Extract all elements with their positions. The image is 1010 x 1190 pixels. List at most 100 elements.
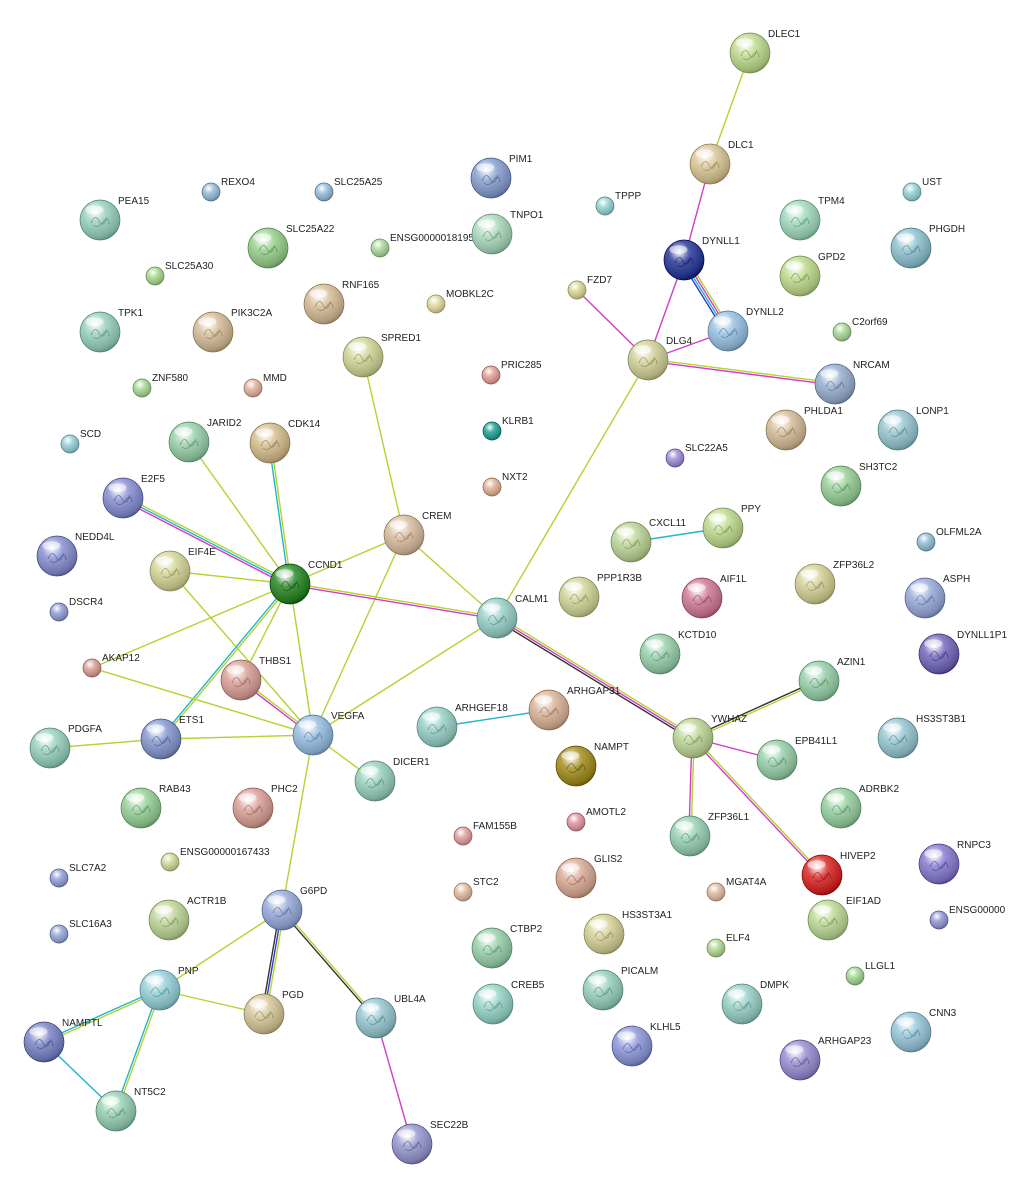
node-lonp1[interactable]: LONP1 bbox=[877, 406, 949, 451]
node-sphere[interactable] bbox=[453, 826, 473, 846]
node-slc7a2[interactable]: SLC7A2 bbox=[49, 863, 107, 888]
node-sphere[interactable] bbox=[232, 787, 274, 829]
node-sphere[interactable] bbox=[269, 563, 311, 605]
node-olfml2a[interactable]: OLFML2A bbox=[916, 527, 982, 552]
node-elf4[interactable]: ELF4 bbox=[706, 933, 750, 958]
node-kctd10[interactable]: KCTD10 bbox=[639, 630, 717, 675]
node-sphere[interactable] bbox=[706, 882, 726, 902]
node-sphere[interactable] bbox=[292, 714, 334, 756]
node-sphere[interactable] bbox=[49, 602, 69, 622]
node-sphere[interactable] bbox=[702, 507, 744, 549]
node-sphere[interactable] bbox=[416, 706, 458, 748]
node-sphere[interactable] bbox=[706, 938, 726, 958]
node-sphere[interactable] bbox=[627, 339, 669, 381]
node-sphere[interactable] bbox=[689, 143, 731, 185]
node-dlg4[interactable]: DLG4 bbox=[627, 336, 693, 381]
node-sphere[interactable] bbox=[102, 477, 144, 519]
node-adrbk2[interactable]: ADRBK2 bbox=[820, 784, 899, 829]
node-sphere[interactable] bbox=[383, 514, 425, 556]
node-sphere[interactable] bbox=[192, 311, 234, 353]
node-cnn3[interactable]: CNN3 bbox=[890, 1008, 957, 1053]
node-sphere[interactable] bbox=[890, 1011, 932, 1053]
node-sphere[interactable] bbox=[669, 815, 711, 857]
node-sphere[interactable] bbox=[798, 660, 840, 702]
node-sphere[interactable] bbox=[820, 787, 862, 829]
node-sphere[interactable] bbox=[807, 899, 849, 941]
node-e2f5[interactable]: E2F5 bbox=[102, 474, 165, 519]
node-sphere[interactable] bbox=[756, 739, 798, 781]
node-sphere[interactable] bbox=[902, 182, 922, 202]
node-sphere[interactable] bbox=[582, 969, 624, 1011]
node-namptl[interactable]: NAMPTL bbox=[23, 1018, 103, 1063]
node-slc22a5[interactable]: SLC22A5 bbox=[665, 443, 728, 468]
node-sphere[interactable] bbox=[566, 812, 586, 832]
node-klhl5[interactable]: KLHL5 bbox=[611, 1022, 681, 1067]
node-sphere[interactable] bbox=[471, 927, 513, 969]
node-tpk1[interactable]: TPK1 bbox=[79, 308, 143, 353]
node-ccnd1[interactable]: CCND1 bbox=[269, 560, 343, 605]
node-sphere[interactable] bbox=[794, 563, 836, 605]
node-ywhaz[interactable]: YWHAZ bbox=[672, 714, 747, 759]
node-sphere[interactable] bbox=[148, 899, 190, 941]
node-sphere[interactable] bbox=[220, 659, 262, 701]
node-sphere[interactable] bbox=[243, 378, 263, 398]
node-epb41l1[interactable]: EPB41L1 bbox=[756, 736, 838, 781]
node-sphere[interactable] bbox=[877, 717, 919, 759]
node-spred1[interactable]: SPRED1 bbox=[342, 333, 421, 378]
node-llgl1[interactable]: LLGL1 bbox=[845, 961, 895, 986]
node-glis2[interactable]: GLIS2 bbox=[555, 854, 623, 899]
node-phc2[interactable]: PHC2 bbox=[232, 784, 298, 829]
node-sphere[interactable] bbox=[168, 421, 210, 463]
node-pgd[interactable]: PGD bbox=[243, 990, 304, 1035]
node-sphere[interactable] bbox=[729, 32, 771, 74]
node-tnpo1[interactable]: TNPO1 bbox=[471, 210, 544, 255]
node-znf580[interactable]: ZNF580 bbox=[132, 373, 189, 398]
node-sphere[interactable] bbox=[567, 280, 587, 300]
node-phgdh[interactable]: PHGDH bbox=[890, 224, 965, 269]
node-sphere[interactable] bbox=[132, 378, 152, 398]
node-sphere[interactable] bbox=[665, 448, 685, 468]
node-sphere[interactable] bbox=[370, 238, 390, 258]
node-sphere[interactable] bbox=[779, 255, 821, 297]
node-nt5c2[interactable]: NT5C2 bbox=[95, 1087, 166, 1132]
node-sphere[interactable] bbox=[528, 689, 570, 731]
node-sphere[interactable] bbox=[29, 727, 71, 769]
node-sphere[interactable] bbox=[555, 857, 597, 899]
node-sphere[interactable] bbox=[139, 969, 181, 1011]
node-sphere[interactable] bbox=[779, 199, 821, 241]
node-sphere[interactable] bbox=[471, 213, 513, 255]
node-fam155b[interactable]: FAM155B bbox=[453, 821, 517, 846]
node-sphere[interactable] bbox=[261, 889, 303, 931]
node-fzd7[interactable]: FZD7 bbox=[567, 275, 612, 300]
node-sphere[interactable] bbox=[49, 924, 69, 944]
node-sphere[interactable] bbox=[36, 535, 78, 577]
node-ctbp2[interactable]: CTBP2 bbox=[471, 924, 543, 969]
node-mgat4a[interactable]: MGAT4A bbox=[706, 877, 767, 902]
node-vegfa[interactable]: VEGFA bbox=[292, 711, 365, 756]
node-amotl2[interactable]: AMOTL2 bbox=[566, 807, 626, 832]
node-nrcam[interactable]: NRCAM bbox=[814, 360, 890, 405]
node-sphere[interactable] bbox=[160, 852, 180, 872]
node-sphere[interactable] bbox=[765, 409, 807, 451]
node-sec22b[interactable]: SEC22B bbox=[391, 1120, 469, 1165]
node-dicer1[interactable]: DICER1 bbox=[354, 757, 430, 802]
node-dynll1[interactable]: DYNLL1 bbox=[663, 236, 740, 281]
node-aif1l[interactable]: AIF1L bbox=[681, 574, 747, 619]
node-slc25a25[interactable]: SLC25A25 bbox=[314, 177, 383, 202]
node-sphere[interactable] bbox=[481, 365, 501, 385]
node-sphere[interactable] bbox=[845, 966, 865, 986]
node-thbs1[interactable]: THBS1 bbox=[220, 656, 292, 701]
node-sphere[interactable] bbox=[49, 868, 69, 888]
node-eif4e[interactable]: EIF4E bbox=[149, 547, 216, 592]
node-mmd[interactable]: MMD bbox=[243, 373, 287, 398]
node-sphere[interactable] bbox=[145, 266, 165, 286]
node-sphere[interactable] bbox=[639, 633, 681, 675]
node-sphere[interactable] bbox=[832, 322, 852, 342]
node-asph[interactable]: ASPH bbox=[904, 574, 970, 619]
node-sphere[interactable] bbox=[201, 182, 221, 202]
node-sphere[interactable] bbox=[672, 717, 714, 759]
node-actr1b[interactable]: ACTR1B bbox=[148, 896, 227, 941]
node-sh3tc2[interactable]: SH3TC2 bbox=[820, 462, 898, 507]
node-sphere[interactable] bbox=[149, 550, 191, 592]
node-sphere[interactable] bbox=[610, 521, 652, 563]
